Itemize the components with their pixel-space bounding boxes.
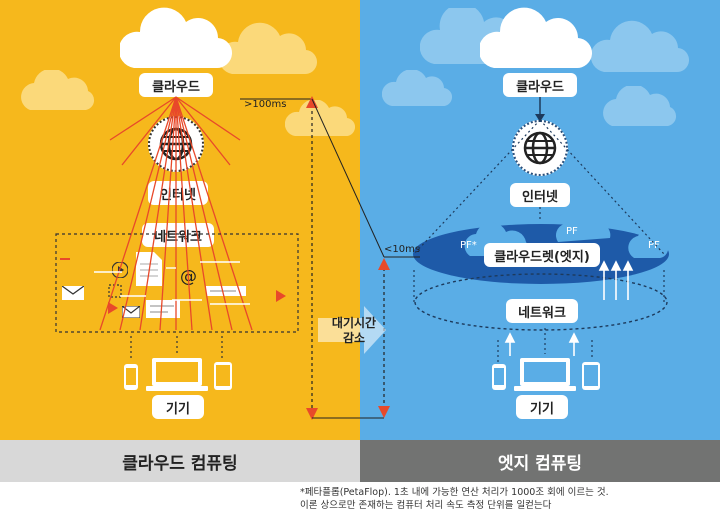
device-label: 기기 [516,395,568,419]
pf-label: PF [648,240,660,251]
play-icon [276,290,286,302]
cloud-icon [382,70,452,107]
cloud-icon [603,86,677,126]
cloud-icon [21,70,95,110]
pf-label: PF* [460,240,477,251]
device-label: 기기 [152,395,204,419]
laptop-icon [514,358,576,391]
document-icon [206,286,246,296]
cloud-icon [218,22,318,75]
arrow-icon [60,258,70,260]
cloud-icon [120,7,233,69]
cloud-icon [480,7,593,69]
footnote-line1: *페타플롭(PetaFlop). 1초 내에 가능한 연산 처리가 1000조 … [300,487,609,498]
tablet-icon [582,362,600,390]
wait-time-label: 대기시간 감소 [322,316,386,346]
document-icon [108,284,122,298]
footnote: *페타플롭(PetaFlop). 1초 내에 가능한 연산 처리가 1000조 … [300,486,715,512]
cloud-label: 클라우드 [503,73,577,97]
cloud-icon [590,20,690,73]
network-label: 네트워크 [506,299,578,323]
latency-label: <10ms [384,244,421,255]
network-label: 네트워크 [142,223,214,247]
latency-label: >100ms [244,99,287,110]
edge-computing-panel: 클라우드 인터넷 PF* PF PF 클라우드렛(엣지) 네트워크 기기 <10… [360,0,720,440]
tablet-icon [214,362,232,390]
envelope-icon [122,306,140,318]
globe-icon [148,116,204,172]
wait-time-line1: 대기시간 [331,316,377,330]
envelope-icon [62,286,84,300]
cloud-icon [285,100,355,137]
cloudlet-label: 클라우드렛(엣지) [484,243,600,267]
cloud-label: 클라우드 [139,73,213,97]
footnote-line2: 이론 상으로만 존재하는 컴퓨터 처리 속도 측정 단위를 일컫는다 [300,500,552,511]
document-icon [146,300,180,318]
play-icon [108,302,118,314]
at-sign-icon: @ [180,267,197,286]
document-icon [136,252,162,286]
edge-computing-title: 엣지 컴퓨팅 [360,440,720,482]
cloud-computing-title: 클라우드 컴퓨팅 [0,440,360,482]
wait-time-line2: 감소 [342,331,366,345]
pf-label: PF [566,226,578,237]
cloud-computing-panel: 클라우드 인터넷 네트워크 기기 >100ms @ [0,0,360,440]
phone-icon [492,364,506,390]
play-icon [112,262,128,278]
internet-label: 인터넷 [510,183,570,207]
svg-text:@: @ [180,267,197,286]
phone-icon [124,364,138,390]
internet-label: 인터넷 [148,181,208,205]
laptop-icon [146,358,208,391]
globe-icon [512,120,568,176]
network-ring [414,273,668,331]
